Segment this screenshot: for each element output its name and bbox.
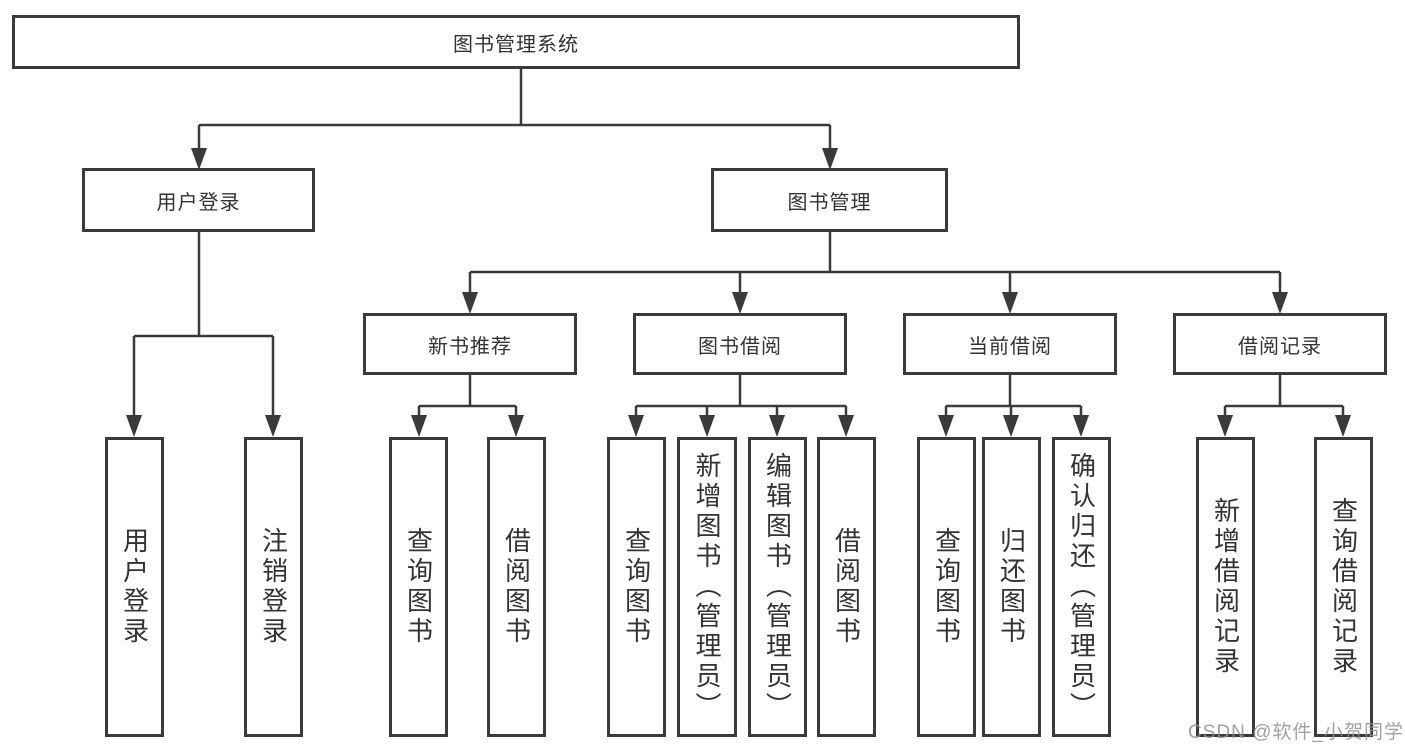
node-user-login: 用户登录: [82, 168, 315, 232]
leaf-return-books-label: 归还图书: [996, 527, 1027, 647]
node-book-borrow-label: 图书借阅: [698, 335, 782, 358]
node-current-borrow-label: 当前借阅: [968, 335, 1052, 358]
leaf-query-borrow-record: 查询借阅记录: [1314, 437, 1373, 737]
leaf-add-book-admin: 新增图书（管理员）: [677, 437, 737, 737]
leaf-edit-book-admin-label: 编辑图书（管理员）: [762, 452, 793, 722]
leaf-add-borrow-record: 新增借阅记录: [1196, 437, 1255, 737]
node-book-borrow: 图书借阅: [633, 313, 847, 375]
node-user-login-label: 用户登录: [156, 191, 241, 214]
node-book-management-label: 图书管理: [787, 191, 872, 214]
leaf-add-book-admin-label: 新增图书（管理员）: [692, 452, 722, 722]
leaf-add-borrow-record-label: 新增借阅记录: [1210, 497, 1241, 677]
node-root-label: 图书管理系统: [453, 33, 579, 56]
node-root-system: 图书管理系统: [12, 15, 1020, 69]
node-new-book-recommend-label: 新书推荐: [428, 335, 512, 358]
leaf-query-books-recommend-label: 查询图书: [403, 527, 434, 647]
leaf-edit-book-admin: 编辑图书（管理员）: [748, 437, 807, 737]
leaf-query-books-borrow: 查询图书: [607, 437, 666, 737]
leaf-user-login-label: 用户登录: [119, 527, 150, 647]
leaf-logout-label: 注销登录: [258, 527, 289, 647]
node-borrow-records: 借阅记录: [1173, 313, 1387, 375]
leaf-query-books-recommend: 查询图书: [389, 437, 448, 737]
leaf-borrow-books-recommend-label: 借阅图书: [501, 527, 532, 647]
leaf-user-login: 用户登录: [105, 437, 164, 737]
node-new-book-recommend: 新书推荐: [363, 313, 577, 375]
csdn-watermark: CSDN @软件_小贺同学: [1188, 722, 1404, 743]
node-borrow-records-label: 借阅记录: [1238, 335, 1322, 358]
node-current-borrow: 当前借阅: [903, 313, 1117, 375]
leaf-confirm-return-admin-label: 确认归还（管理员）: [1066, 452, 1097, 722]
node-book-management: 图书管理: [711, 168, 948, 232]
leaf-query-books-current: 查询图书: [917, 437, 976, 737]
leaf-query-books-current-label: 查询图书: [931, 527, 962, 647]
leaf-query-borrow-record-label: 查询借阅记录: [1328, 497, 1359, 677]
leaf-borrow-books-borrow: 借阅图书: [817, 437, 876, 737]
leaf-query-books-borrow-label: 查询图书: [621, 527, 652, 647]
leaf-confirm-return-admin: 确认归还（管理员）: [1052, 437, 1111, 737]
leaf-logout: 注销登录: [244, 437, 303, 737]
leaf-return-books: 归还图书: [982, 437, 1041, 737]
leaf-borrow-books-borrow-label: 借阅图书: [831, 527, 862, 647]
leaf-borrow-books-recommend: 借阅图书: [487, 437, 546, 737]
